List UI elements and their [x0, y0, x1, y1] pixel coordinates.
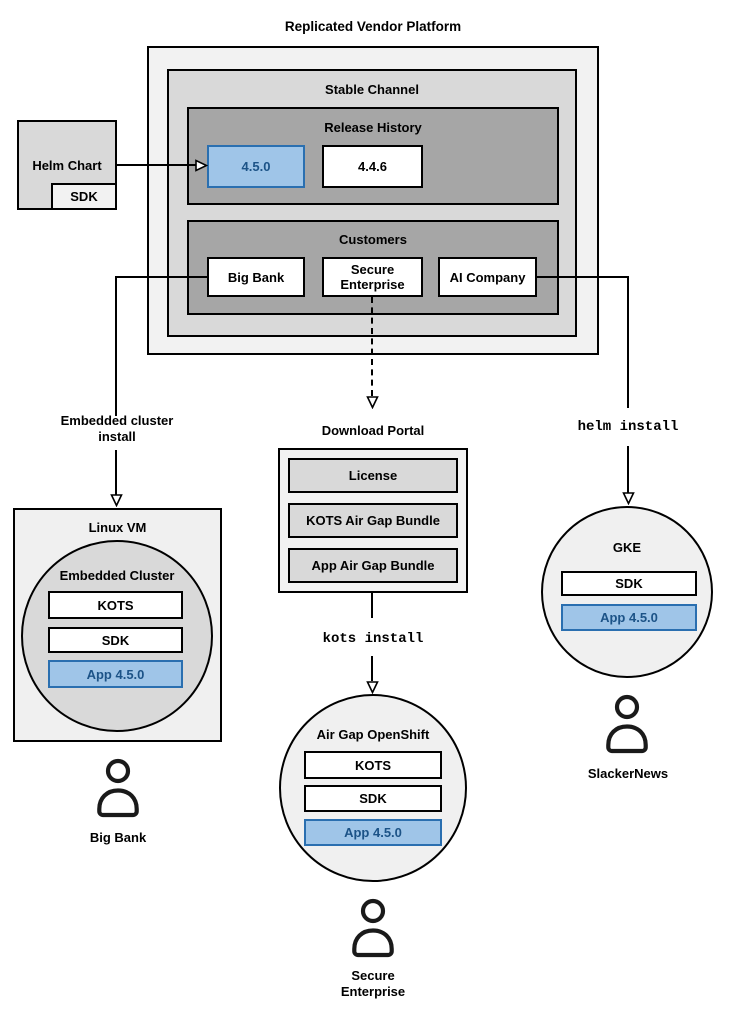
customer-label: Big Bank: [227, 269, 285, 285]
app-box: App 4.5.0: [48, 660, 183, 688]
persona-label-slackernews: SlackerNews: [587, 766, 669, 781]
secure-enterprise-dashed-connector: [371, 297, 373, 396]
big-bank-connector-vline: [115, 276, 117, 416]
component-label: KOTS: [97, 597, 134, 613]
kots-box: KOTS: [48, 591, 183, 619]
person-icon: [603, 694, 651, 754]
person-icon: [349, 898, 397, 958]
kots-box: KOTS: [304, 751, 442, 779]
person-icon: [94, 758, 142, 818]
component-label: SDK: [615, 576, 643, 591]
portal-item-label: KOTS Air Gap Bundle: [306, 513, 440, 528]
release-label: 4.5.0: [241, 159, 271, 174]
portal-connector-line: [371, 593, 373, 618]
big-bank-connector-vline2: [115, 450, 117, 495]
persona-label-secure-enterprise: Secure Enterprise: [340, 968, 406, 999]
persona-label-big-bank: Big Bank: [89, 830, 147, 845]
portal-item-label: License: [348, 468, 398, 483]
big-bank-connector-hline: [117, 276, 207, 278]
helm-install-label: helm install: [577, 419, 679, 435]
embedded-cluster-title: Embedded Cluster: [59, 568, 175, 583]
component-label: App 4.5.0: [344, 825, 402, 840]
sdk-box: SDK: [561, 571, 697, 596]
kots-connector-line: [371, 656, 373, 681]
component-label: KOTS: [354, 757, 392, 773]
portal-item-label: App Air Gap Bundle: [311, 558, 435, 573]
ai-company-connector-hline: [537, 276, 629, 278]
air-gap-openshift-title: Air Gap OpenShift: [316, 727, 430, 742]
app-air-gap-bundle-box: App Air Gap Bundle: [288, 548, 458, 583]
app-box: App 4.5.0: [561, 604, 697, 631]
release-label: 4.4.6: [358, 159, 387, 174]
helm-chart-label: Helm Chart: [32, 157, 102, 173]
stable-channel-title: Stable Channel: [325, 82, 419, 97]
release-box-4-5-0: 4.5.0: [207, 145, 305, 188]
component-label: SDK: [359, 791, 387, 806]
customer-box-big-bank: Big Bank: [207, 257, 305, 297]
customers-title: Customers: [339, 232, 407, 247]
arrowhead-down-icon: [110, 494, 123, 508]
component-label: App 4.5.0: [86, 666, 145, 682]
ai-company-connector-vline2: [627, 446, 629, 493]
download-portal-label: Download Portal: [321, 423, 425, 438]
sdk-label: SDK: [70, 189, 98, 204]
helm-chart-sdk-box: SDK: [51, 183, 117, 210]
arrowhead-right-icon: [195, 159, 209, 172]
gke-title: GKE: [612, 540, 642, 555]
arrowhead-down-icon: [366, 396, 379, 410]
sdk-box: SDK: [48, 627, 183, 653]
release-box-4-4-6: 4.4.6: [322, 145, 423, 188]
component-label: App 4.5.0: [600, 610, 658, 625]
arrowhead-down-icon: [622, 492, 635, 506]
embedded-cluster-install-label: Embedded cluster install: [60, 413, 174, 444]
sdk-box: SDK: [304, 785, 442, 812]
release-history-title: Release History: [324, 120, 422, 135]
kots-install-label: kots install: [322, 631, 424, 647]
customer-box-secure-enterprise: Secure Enterprise: [322, 257, 423, 297]
component-label: SDK: [101, 632, 130, 648]
ai-company-connector-vline: [627, 276, 629, 408]
customer-label: Secure Enterprise: [340, 262, 405, 292]
license-box: License: [288, 458, 458, 493]
linux-vm-title: Linux VM: [88, 520, 147, 535]
arrowhead-down-icon: [366, 681, 379, 695]
page-title: Replicated Vendor Platform: [284, 19, 462, 34]
customer-label: AI Company: [449, 269, 526, 285]
kots-air-gap-bundle-box: KOTS Air Gap Bundle: [288, 503, 458, 538]
app-box: App 4.5.0: [304, 819, 442, 846]
customer-box-ai-company: AI Company: [438, 257, 537, 297]
helm-chart-connector-line: [117, 164, 196, 166]
